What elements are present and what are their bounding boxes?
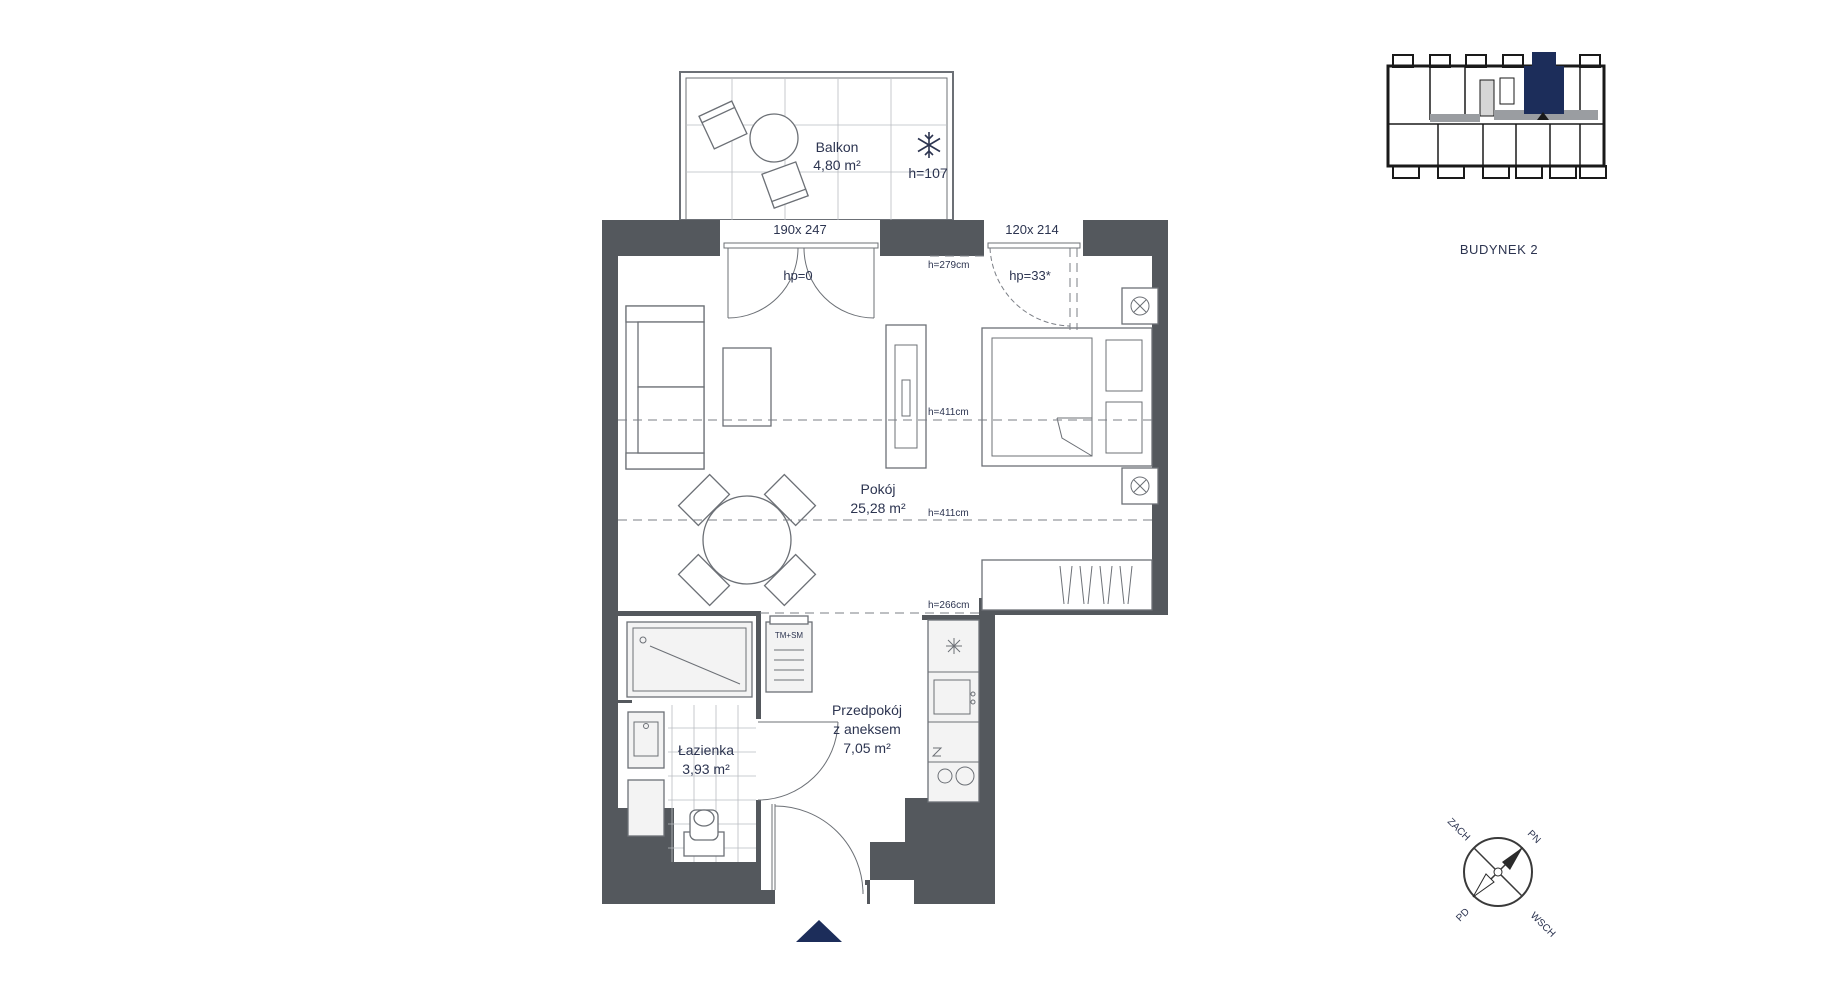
bathtub — [626, 621, 753, 698]
balcony-table — [749, 113, 799, 163]
toilet — [683, 809, 725, 857]
radiator-icon — [1121, 287, 1159, 325]
ac-snowflake-icon — [917, 132, 941, 158]
walls — [602, 220, 1168, 907]
bed — [981, 327, 1153, 467]
balcony-door — [723, 242, 879, 319]
apartment-highlight — [1532, 52, 1556, 68]
balcony: Balkon 4,80 m² h=107 — [679, 71, 954, 221]
kitchen-counter — [927, 619, 980, 803]
room-name: Pokój — [860, 481, 895, 497]
bathroom-cabinet — [627, 779, 665, 837]
tv-cabinet — [885, 324, 927, 469]
hall-area: 7,05 m² — [843, 740, 891, 756]
coffee-table — [722, 347, 772, 427]
bathroom-sink — [627, 711, 665, 769]
entrance-arrow-icon — [796, 920, 842, 942]
compass-ne: PN — [1525, 828, 1543, 846]
ceiling-height-1: h=279cm — [928, 260, 969, 271]
hall-name-line1: Przedpokój — [832, 702, 902, 718]
ceiling-height-2: h=411cm — [928, 407, 969, 418]
entrance-door — [771, 804, 864, 895]
wardrobe — [981, 559, 1153, 611]
bathroom-door — [756, 719, 839, 801]
window-sill-height: hp=33* — [1009, 268, 1051, 283]
balcony-door-dimensions: 190x 247 — [773, 222, 827, 237]
compass-se: WSCH — [1528, 910, 1557, 939]
hall-name-line2: z aneksem — [833, 721, 901, 737]
balcony-chair — [698, 100, 748, 150]
washer-dryer — [765, 615, 813, 693]
ceiling-height-4: h=266cm — [928, 600, 969, 611]
radiator-icon — [1121, 467, 1159, 505]
window — [987, 242, 1081, 330]
room-area: 25,28 m² — [850, 500, 906, 516]
washer-label: TM+SM — [775, 631, 804, 640]
door-sill-height: hp=0 — [783, 268, 812, 283]
bathroom: TM+SM Łazienka 3,93 m² — [626, 615, 839, 862]
ceiling-height-3: h=411cm — [928, 508, 969, 519]
bathroom-area: 3,93 m² — [682, 761, 730, 777]
balcony-area: 4,80 m² — [813, 157, 861, 173]
compass-icon — [1463, 837, 1533, 907]
main-room: Pokój 25,28 m² 190x 247 120x 214 hp=0 hp… — [618, 222, 1159, 614]
balcony-chair — [761, 161, 809, 209]
balcony-name: Balkon — [816, 139, 859, 155]
dining-set — [677, 473, 817, 607]
building-key-plan — [1386, 52, 1607, 179]
hall-kitchen: Przedpokój z aneksem 7,05 m² — [771, 619, 980, 895]
balcony-height: h=107 — [908, 165, 948, 181]
building-label: BUDYNEK 2 — [1460, 242, 1538, 257]
window-dimensions: 120x 214 — [1005, 222, 1059, 237]
sofa — [625, 305, 705, 470]
compass-sw: PD — [1454, 907, 1472, 925]
bathroom-name: Łazienka — [678, 742, 734, 758]
compass-nw: ZACH — [1445, 816, 1472, 843]
